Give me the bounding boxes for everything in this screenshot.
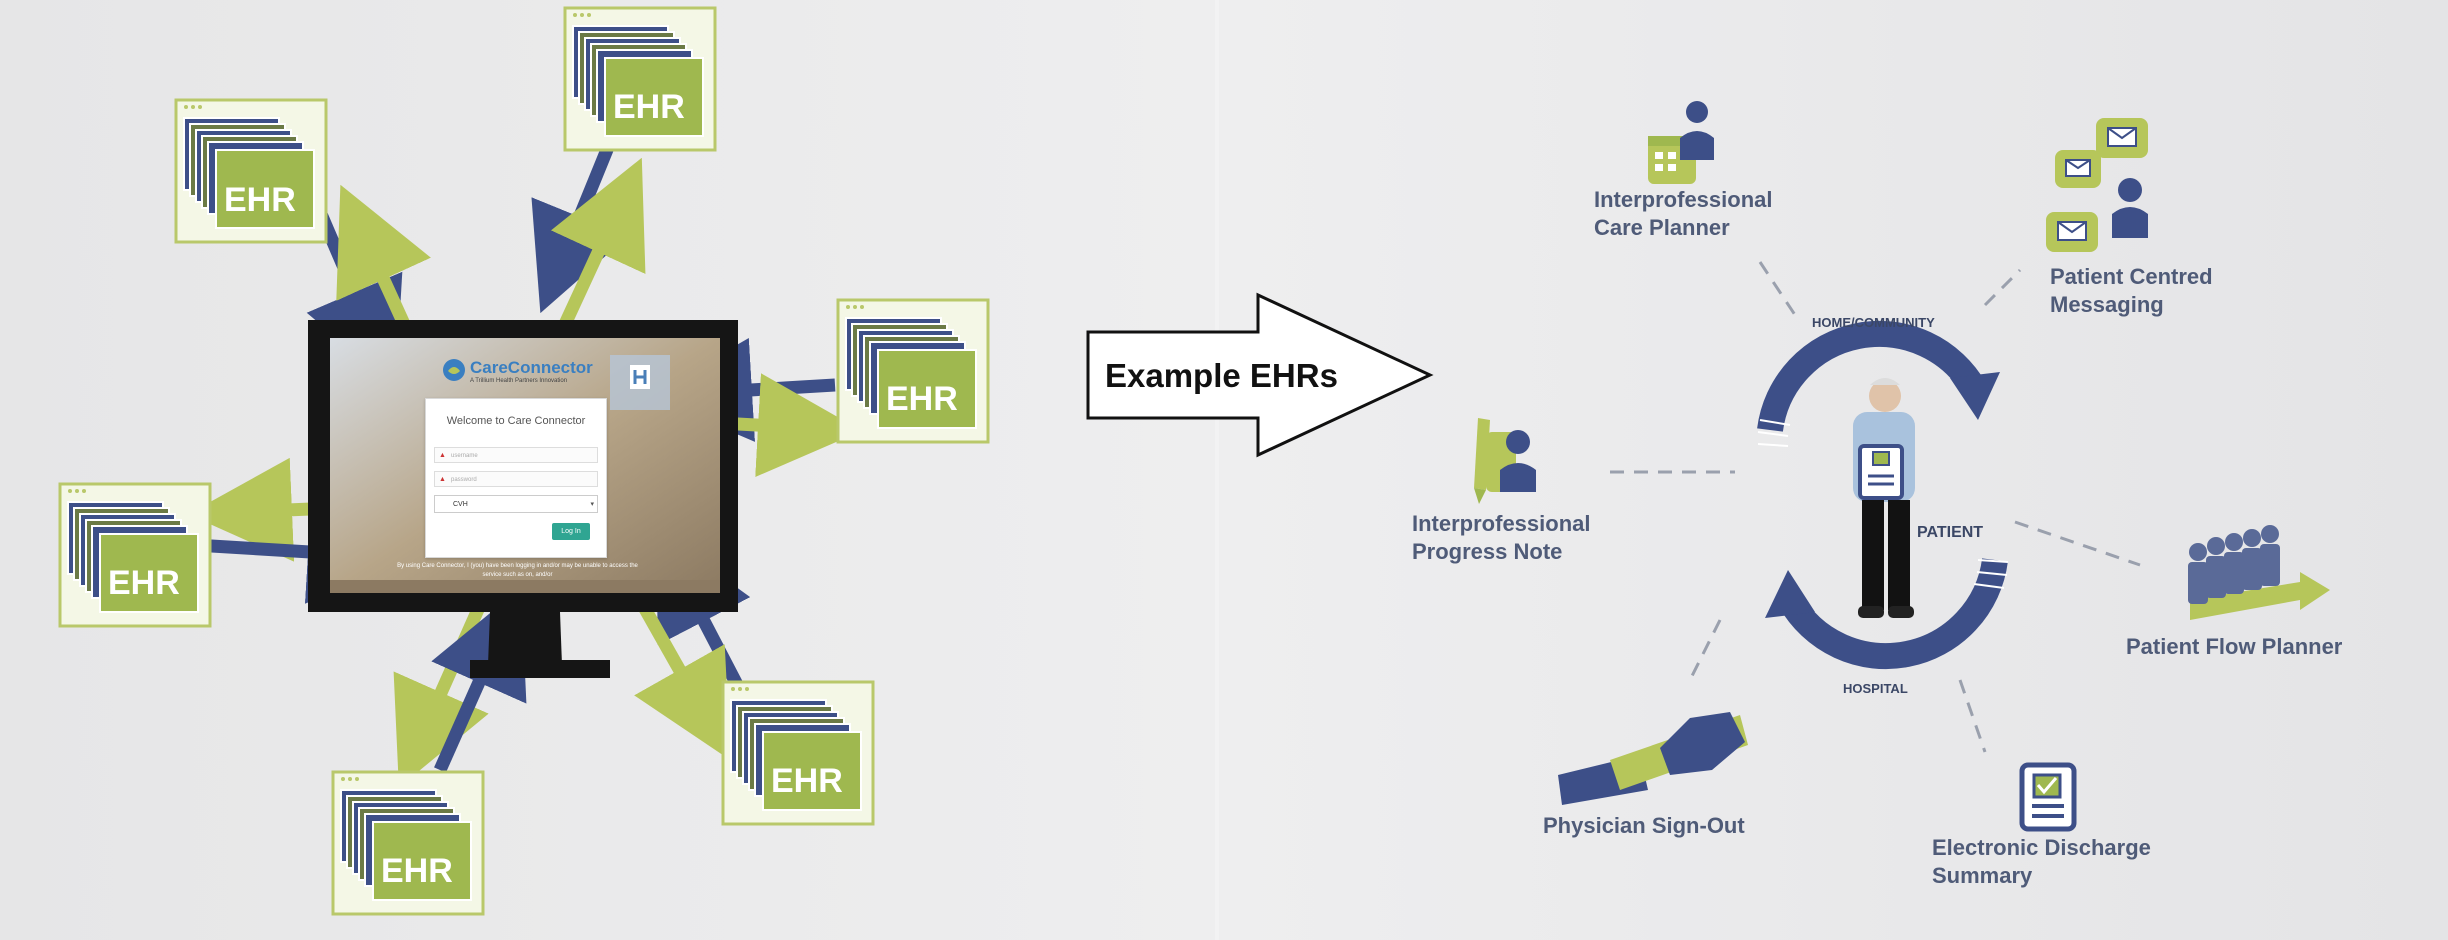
password-field[interactable]: ▲ password <box>434 471 598 487</box>
patient-figure <box>1853 378 1915 618</box>
login-title: Welcome to Care Connector <box>446 415 586 427</box>
message-person-icon <box>2046 118 2148 252</box>
ehr-label: EHR <box>381 852 453 890</box>
user-icon: ▲ <box>439 452 446 459</box>
login-panel: Welcome to Care Connector ▲ username ▲ p… <box>425 398 607 558</box>
ehr-icon <box>58 482 212 628</box>
site-select-value: CVH <box>453 501 468 508</box>
username-field[interactable]: ▲ username <box>434 447 598 463</box>
brand-subtitle: A Trillium Health Partners Innovation <box>470 378 568 384</box>
messaging-label: Patient Centred Messaging <box>2050 264 2213 317</box>
patient-flow-icon <box>2188 525 2330 620</box>
home-community-label: HOME/COMMUNITY <box>1812 315 1935 330</box>
ehr-icon <box>721 680 875 826</box>
ehr-icon <box>174 98 328 244</box>
panel-divider <box>1215 0 1219 940</box>
ehr-label: EHR <box>224 181 296 219</box>
ehr-icon <box>563 6 717 152</box>
ehr-label: EHR <box>771 762 843 800</box>
site-select[interactable]: CVH ▾ <box>434 495 598 513</box>
ehr-icon <box>836 298 990 444</box>
ehr-icon <box>331 770 485 916</box>
brand-name: CareConnector <box>470 358 593 377</box>
example-ehrs-label: Example EHRs <box>1105 357 1338 394</box>
sign-out-label: Physician Sign-Out <box>1543 813 1745 838</box>
progress-note-label: Interprofessional Progress Note <box>1412 511 1591 564</box>
patient-label: PATIENT <box>1917 524 1984 541</box>
handshake-icon <box>1558 712 1748 805</box>
ehr-label: EHR <box>108 564 180 602</box>
calendar-person-icon <box>1648 101 1714 184</box>
care-planner-label: Interprofessional Care Planner <box>1594 187 1773 240</box>
username-placeholder: username <box>451 453 478 459</box>
hospital-label: HOSPITAL <box>1843 681 1908 696</box>
careconnector-logo-icon <box>443 359 465 381</box>
ehr-label: EHR <box>613 88 685 126</box>
careconnector-brand: CareConnector A Trillium Health Partners… <box>440 356 620 386</box>
discharge-document-icon <box>2019 762 2077 832</box>
discharge-label: Electronic Discharge Summary <box>1932 835 2151 888</box>
flow-planner-label: Patient Flow Planner <box>2126 634 2343 659</box>
chevron-down-icon: ▾ <box>590 501 594 508</box>
password-placeholder: password <box>451 477 477 483</box>
ehr-label: EHR <box>886 380 958 418</box>
lock-icon: ▲ <box>439 476 446 483</box>
login-button[interactable]: Log In <box>552 523 590 540</box>
pencil-person-icon <box>1474 418 1536 504</box>
example-ehrs-arrow <box>1086 292 1434 458</box>
login-disclaimer: By using Care Connector, I (you) have be… <box>397 563 638 578</box>
